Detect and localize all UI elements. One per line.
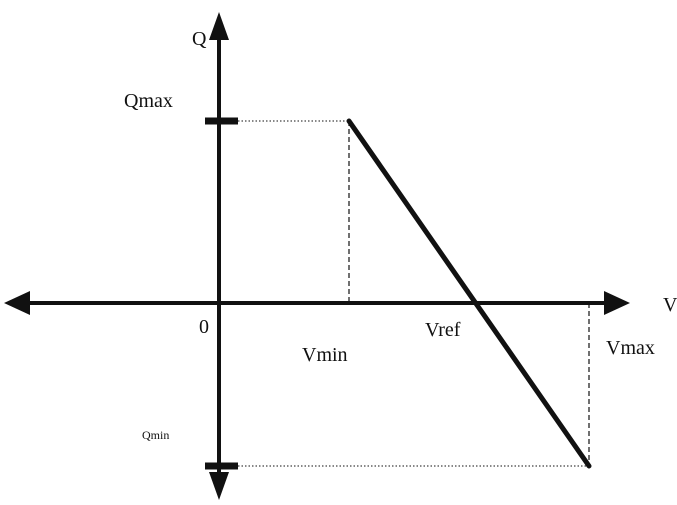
qmin-label: Qmin: [142, 428, 169, 442]
q-axis-label: Q: [192, 28, 207, 50]
vmin-label: Vmin: [302, 344, 348, 366]
origin-label: 0: [199, 316, 209, 338]
q-axis-arrow-bottom: [209, 472, 229, 500]
v-axis-label: V: [663, 294, 677, 316]
droop-characteristic-line: [346, 118, 592, 469]
v-axis-arrow-left: [4, 291, 30, 315]
qmax-label: Qmax: [124, 90, 173, 112]
v-axis-arrow-right: [604, 291, 630, 315]
vmax-label: Vmax: [606, 337, 655, 359]
q-axis-arrow-top: [209, 12, 229, 40]
vref-label: Vref: [425, 319, 461, 341]
